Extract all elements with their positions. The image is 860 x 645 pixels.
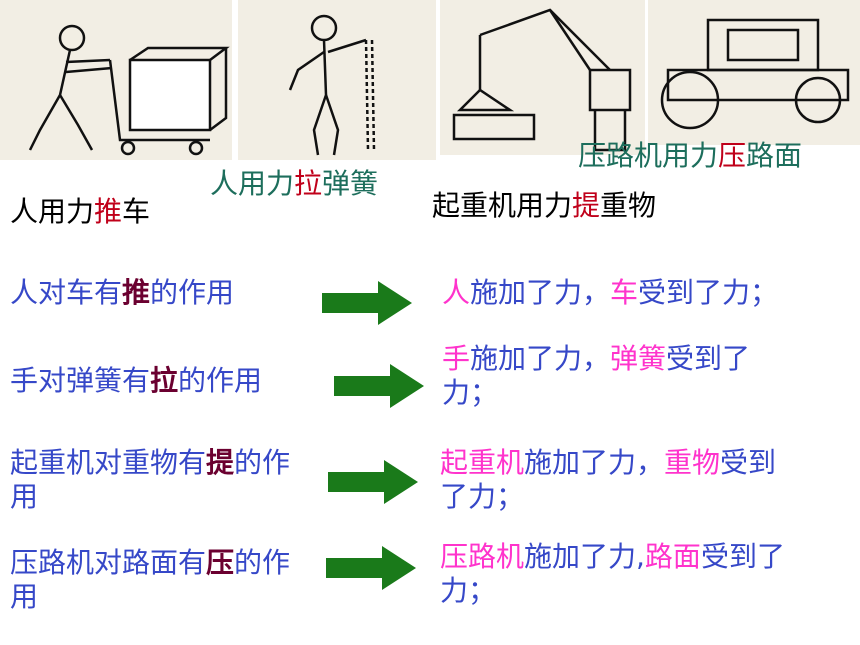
result-row-2: 手施加了力，弹簧受到了力； (442, 342, 751, 410)
illustration-push-cart (0, 0, 232, 160)
caption-crane: 起重机用力提重物 (432, 189, 657, 222)
caption-pull-spring: 人用力拉弹簧 (210, 167, 379, 200)
statement-row-1: 人对车有推的作用 (10, 276, 235, 309)
statement-row-2: 手对弹簧有拉的作用 (10, 364, 263, 397)
result-row-3: 起重机施加了力，重物受到了力； (440, 446, 777, 514)
arrow-right-icon (334, 364, 424, 408)
arrow-right-icon (328, 460, 418, 504)
result-row-4: 压路机施加了力,路面受到了力； (440, 540, 785, 608)
person-pushing-cart-drawing (28, 24, 230, 156)
arrow-right-icon (322, 281, 412, 325)
arrow-right-icon (326, 546, 416, 590)
caption-road-roller: 压路机用力压路面 (578, 139, 803, 172)
illustration-pull-spring (238, 0, 436, 160)
statement-row-3: 起重机对重物有提的作用 (10, 446, 291, 514)
illustration-crane (440, 0, 645, 155)
result-row-1: 人施加了力，车受到了力； (442, 276, 779, 309)
caption-push-car: 人用力推车 (10, 195, 151, 228)
illustration-road-roller (648, 0, 860, 145)
crane-lifting-drawing (452, 8, 632, 152)
statement-row-4: 压路机对路面有压的作用 (10, 546, 291, 614)
person-pulling-spring-drawing (288, 14, 376, 156)
road-roller-drawing (660, 18, 850, 130)
